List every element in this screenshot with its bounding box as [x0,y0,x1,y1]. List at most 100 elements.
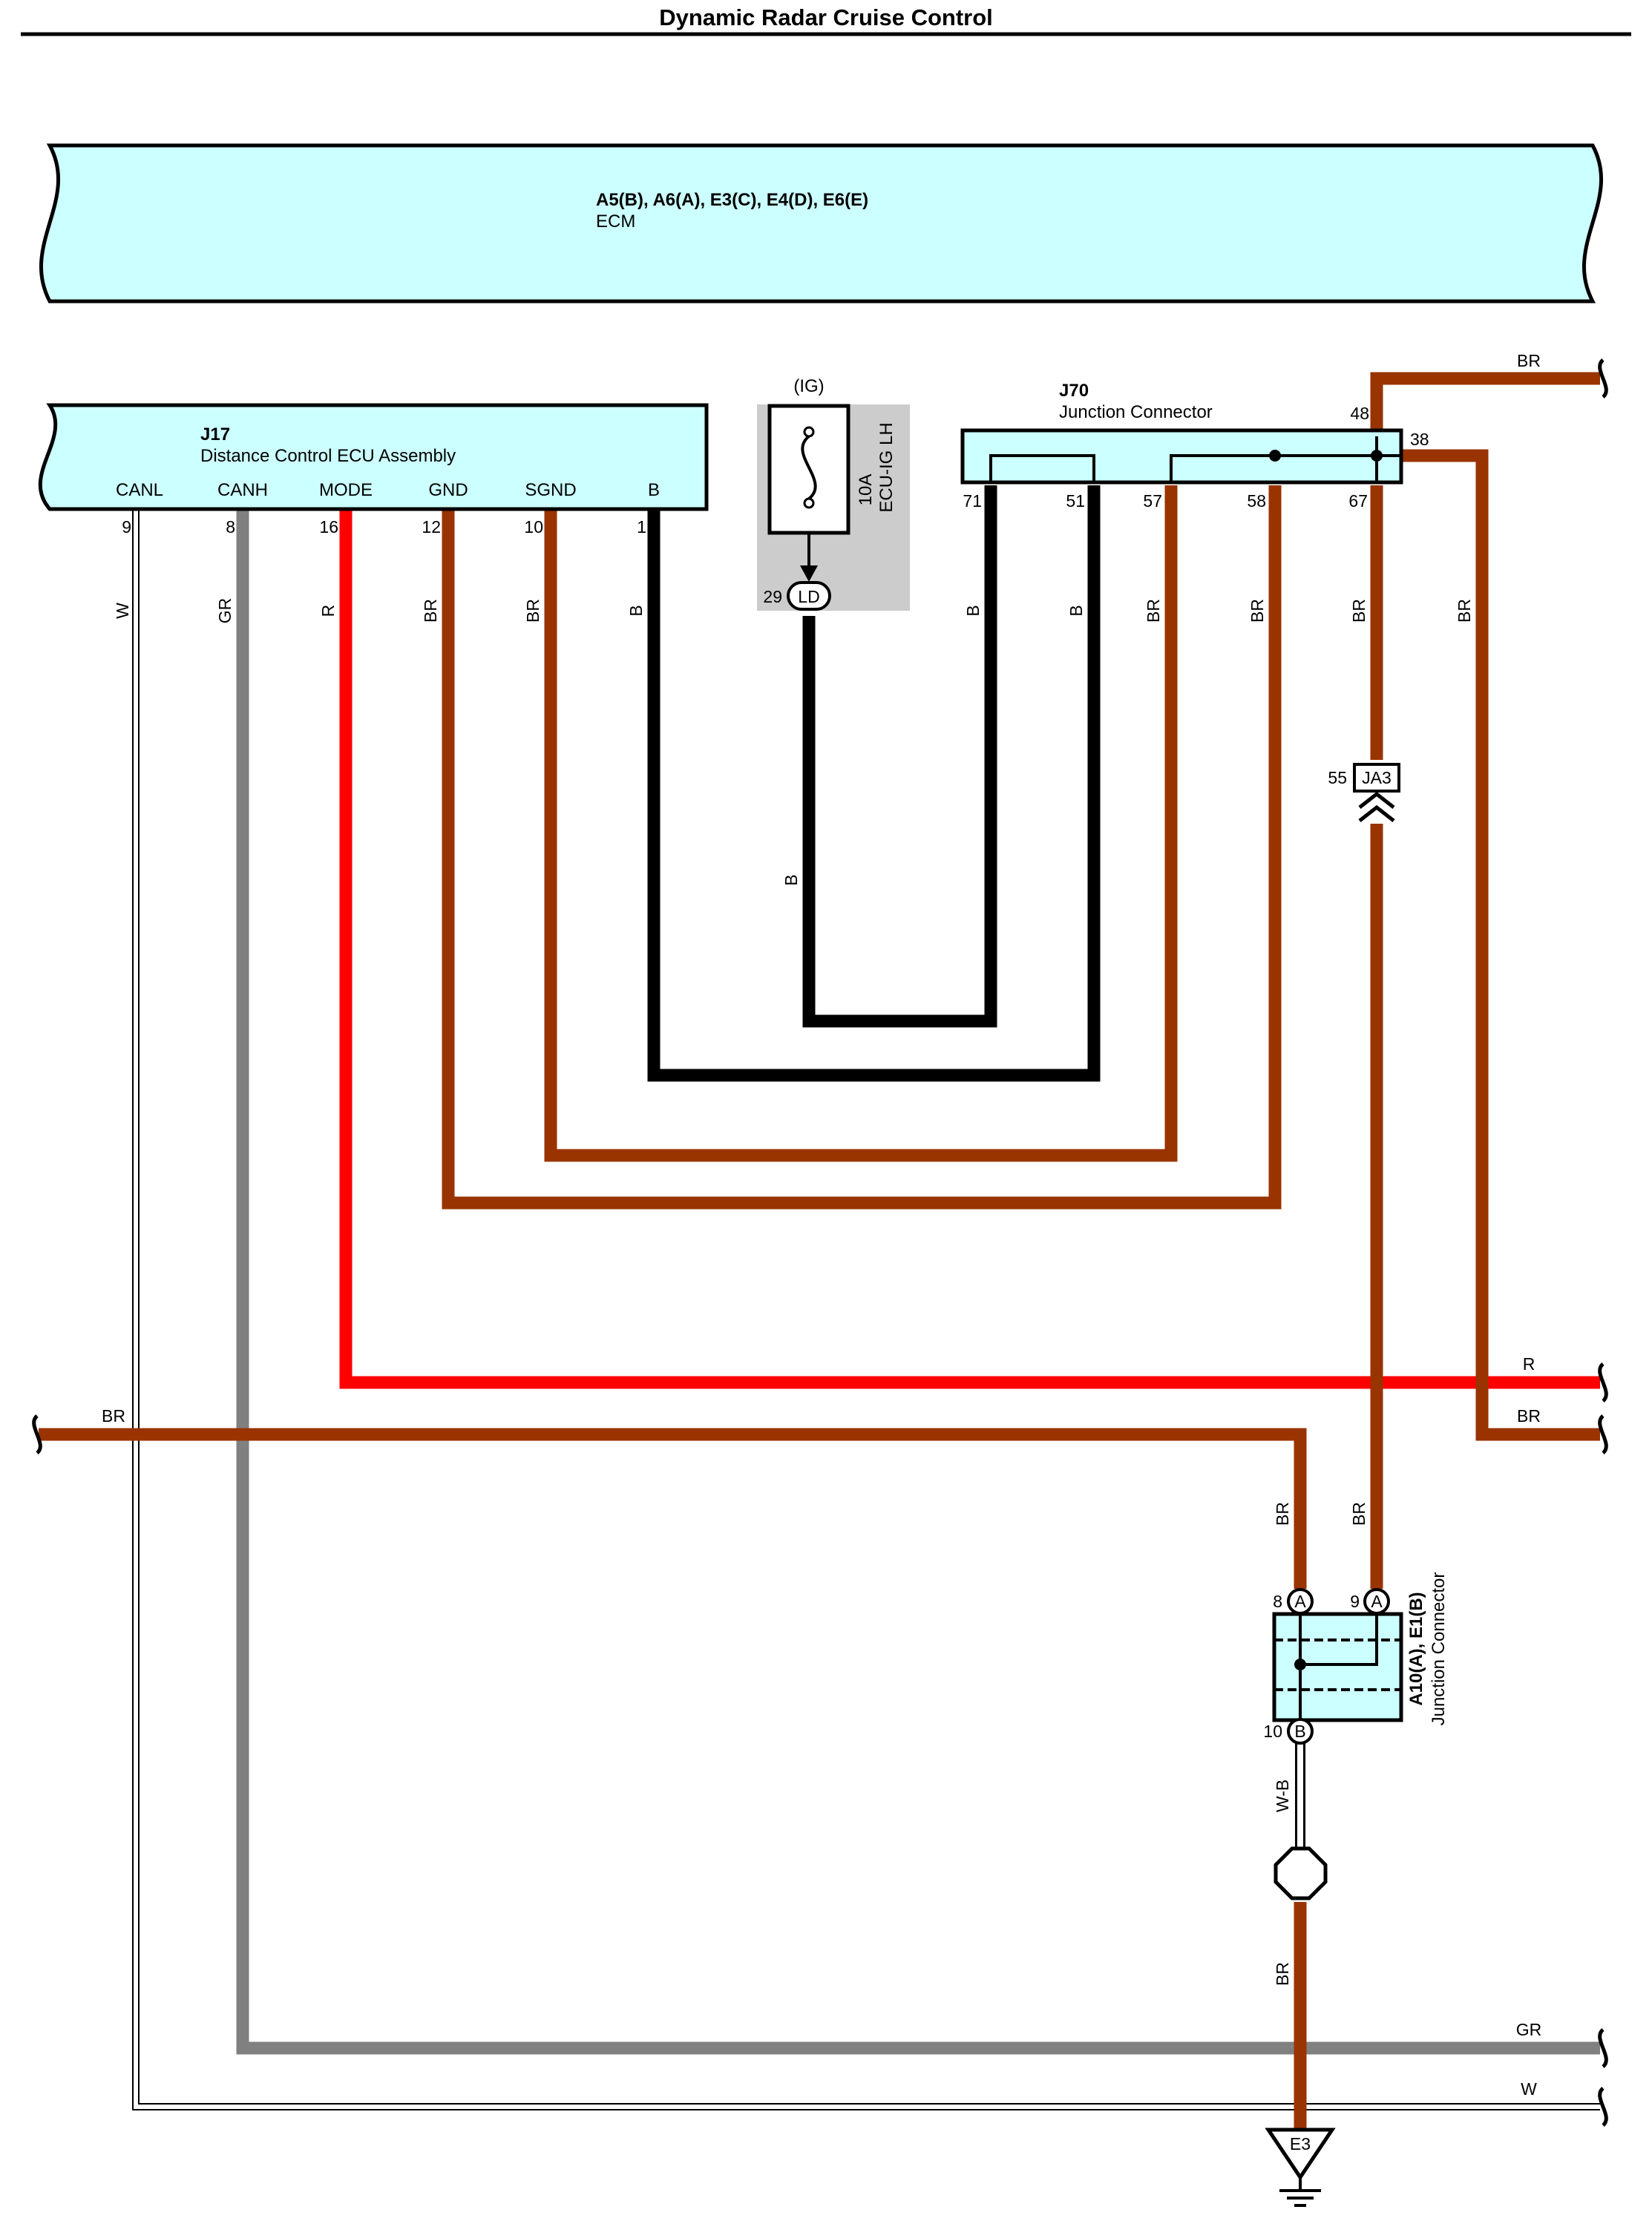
a10-terminal-a8[interactable] [1287,1588,1314,1615]
fuse-top-contact [803,426,815,438]
a10-pin-9: 9 [1350,1592,1360,1611]
ground-triangle[interactable] [1265,2128,1336,2181]
break-mark-right-r [1598,1362,1608,1403]
wire-br-sgnd [544,485,1178,1162]
fuse-pin: 29 [763,587,782,606]
j17-terminal-sgnd: SGND [525,480,576,500]
splice-octagon[interactable] [1274,1846,1328,1900]
wire-gr-canh [236,509,1600,2055]
wire-br-gnd [442,485,1282,1210]
wire-label-b-j17: B [626,605,646,616]
wire-label-bottom-gr: GR [1516,2020,1542,2039]
fuse-connector-ld[interactable] [787,581,831,611]
wire-label-br-a9: BR [1349,1502,1369,1526]
wire-label-br-ground: BR [1273,1962,1292,1986]
wire-label-left-br: BR [102,1406,125,1426]
wire-b-j17 [647,485,1101,1082]
wire-r-mode [339,509,1600,1389]
a10-pin-8: 8 [1273,1592,1282,1611]
break-mark-left-br [32,1414,42,1454]
wire-label-gr: GR [215,598,235,624]
a10-letter-a8: A [1294,1592,1306,1611]
wire-br-left [39,1428,1307,1589]
wire-label-bottom-w: W [1521,2079,1537,2099]
ground-code: E3 [1290,2134,1311,2154]
page-title: Dynamic Radar Cruise Control [659,4,993,30]
ecm-code: A5(B), A6(A), E3(C), E4(D), E6(E) [596,190,868,210]
wire-label-br-a8: BR [1273,1502,1292,1526]
ja3-pin: 55 [1328,768,1347,787]
ja3-chevron-icon [1358,791,1395,822]
fuse-bottom-contact [803,497,815,509]
wire-label-right-r: R [1523,1354,1535,1374]
j70-name: Junction Connector [1059,402,1213,422]
j17-terminal-canl: CANL [116,480,163,500]
ecm-name: ECM [596,211,635,232]
a10-terminal-a9[interactable] [1363,1588,1390,1615]
j17-pin-8: 8 [226,517,235,537]
j17-pin-16: 16 [319,517,338,537]
wire-label-br-58: BR [1248,599,1267,623]
a10-bus-a9 [1300,1614,1378,1666]
wire-label-b-fuse: B [781,874,801,885]
wire-label-br-gnd: BR [421,599,440,623]
j17-pin-9: 9 [122,517,131,537]
break-mark-bottom-gr [1598,2028,1608,2068]
j70-pin-51: 51 [1066,491,1085,511]
wire-label-b-71: B [963,605,983,616]
break-mark-top-right [1598,358,1608,398]
wire-br-38 [1401,449,1600,1441]
j17-block[interactable] [38,403,709,511]
j70-pin-38: 38 [1410,430,1429,449]
wire-label-br-67: BR [1349,599,1369,623]
wire-label-right-br: BR [1517,1406,1541,1426]
break-mark-bottom-w [1598,2087,1608,2127]
j17-pin-10: 10 [524,517,543,537]
j70-bus-1 [989,454,1095,484]
a10-terminal-b10[interactable] [1287,1718,1314,1745]
j70-splice-67 [1371,450,1383,462]
a10-pin-10: 10 [1263,1722,1282,1741]
fuse-arrow-icon [800,565,818,582]
j17-terminal-gnd: GND [428,480,468,500]
j17-terminal-mode: MODE [319,480,373,500]
wire-label-wb: W-B [1273,1779,1292,1812]
wire-label-r: R [318,605,338,617]
j17-terminal-canh: CANH [217,480,268,500]
j17-pin-1: 1 [637,517,646,537]
j17-pin-12: 12 [422,517,441,537]
wire-label-b-51: B [1066,605,1086,616]
wire-br-48 [1370,372,1600,436]
ecm-block[interactable] [39,143,1603,304]
a10-splice [1294,1659,1306,1670]
wire-label-br-38: BR [1455,599,1474,623]
wire-label-br-57: BR [1144,599,1163,623]
a10-block[interactable] [1272,1612,1403,1722]
j17-name: Distance Control ECU Assembly [200,446,456,466]
wire-b-fuse [802,485,997,1028]
fuse-circuit: (IG) [793,376,824,396]
j70-pin-58: 58 [1247,491,1266,511]
fuse-icon [801,435,817,500]
j70-code: J70 [1059,381,1089,401]
wire-label-w: W [113,603,132,619]
a10-letter-b10: B [1294,1722,1305,1741]
wire-w-canl-core [134,509,1600,2109]
a10-code: A10(A), E1(B) [1406,1592,1426,1705]
break-mark-right-br [1598,1414,1608,1454]
j70-pin-57: 57 [1143,491,1162,511]
j70-pin-48: 48 [1350,404,1369,423]
j70-pin-67: 67 [1348,491,1368,511]
j17-terminal-b: B [648,480,660,500]
wire-label-br-48: BR [1517,351,1541,370]
j17-code: J17 [200,424,230,445]
fuse-name: ECU-IG LH [876,422,897,512]
wire-label-br-sgnd: BR [523,599,543,623]
fuse-rating: 10A [856,474,876,506]
j70-splice-58 [1269,450,1281,462]
j70-pin-71: 71 [963,491,982,511]
ja3-connector[interactable] [1353,763,1400,793]
fuse-connector-label: LD [798,587,819,606]
ja3-code: JA3 [1362,768,1392,787]
